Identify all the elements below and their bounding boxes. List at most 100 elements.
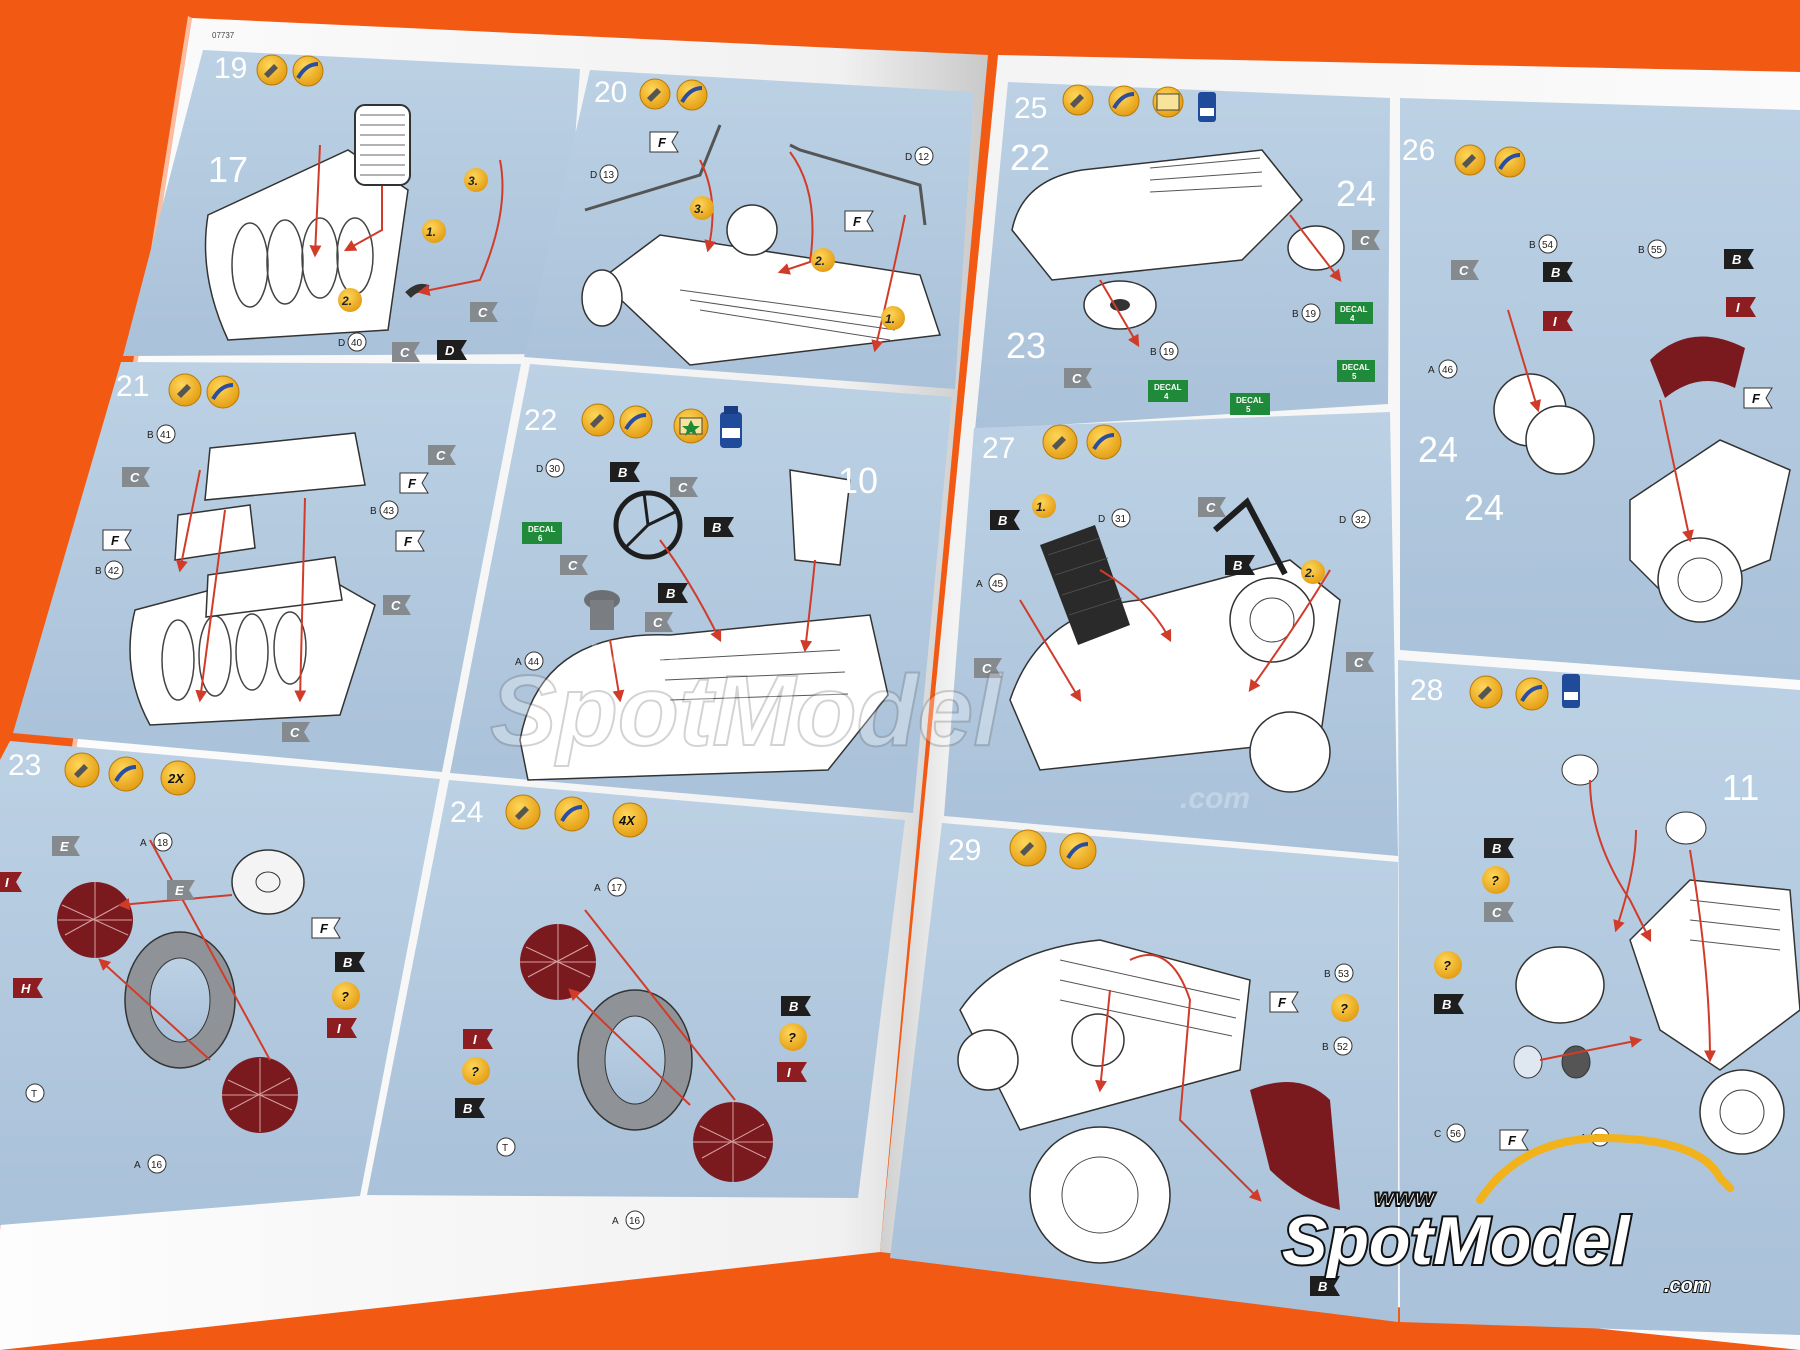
flag-c-21d: C bbox=[282, 722, 310, 742]
svg-text:D: D bbox=[445, 343, 455, 358]
paint-icon-brush-28 bbox=[1515, 677, 1549, 711]
step-number-29: 29 bbox=[948, 834, 981, 867]
svg-text:6: 6 bbox=[538, 534, 543, 543]
paint-icon-brush-26 bbox=[1494, 146, 1526, 178]
flag-b-22b: B bbox=[704, 517, 734, 537]
flag-q-28a: ? bbox=[1482, 866, 1510, 894]
subassembly-label-24: 24 bbox=[1336, 173, 1376, 214]
svg-text:C: C bbox=[1354, 655, 1364, 670]
step-26-drawing bbox=[1493, 309, 1791, 623]
svg-text:32: 32 bbox=[1355, 515, 1367, 526]
paint-flags: C C D F F C C F F F C C B C B C B C E E … bbox=[0, 131, 1773, 1296]
svg-text:B: B bbox=[370, 506, 377, 517]
svg-text:D: D bbox=[590, 170, 597, 181]
step-25-drawing bbox=[1011, 149, 1345, 348]
paint-icon-brush-24 bbox=[554, 796, 590, 832]
flag-c-25b: C bbox=[1064, 368, 1092, 388]
flag-f-26: F bbox=[1743, 387, 1773, 409]
watermark-tld-center: .com bbox=[1180, 782, 1250, 815]
svg-text:B: B bbox=[789, 999, 798, 1014]
svg-text:D: D bbox=[905, 152, 912, 163]
flag-b-28b: B bbox=[1434, 994, 1464, 1014]
svg-text:55: 55 bbox=[1651, 245, 1663, 256]
svg-text:41: 41 bbox=[160, 430, 172, 441]
flag-f-23: F bbox=[311, 917, 341, 939]
svg-text:13: 13 bbox=[603, 170, 615, 181]
svg-text:3.: 3. bbox=[694, 202, 704, 216]
svg-text:C: C bbox=[1459, 263, 1469, 278]
paint-icon-decal-25 bbox=[1152, 86, 1184, 118]
paint-icon-glue-27 bbox=[1042, 424, 1078, 460]
svg-text:B: B bbox=[95, 566, 102, 577]
flag-c-22c: C bbox=[645, 612, 673, 632]
flag-c-27c: C bbox=[1346, 652, 1374, 672]
multiplier-text-24: 4X bbox=[618, 813, 636, 828]
paint-icon-brush-27 bbox=[1086, 424, 1122, 460]
svg-text:16: 16 bbox=[629, 1216, 641, 1227]
svg-text:43: 43 bbox=[383, 506, 395, 517]
svg-text:B: B bbox=[1732, 252, 1741, 267]
svg-text:T: T bbox=[502, 1143, 508, 1154]
svg-text:B: B bbox=[1529, 240, 1536, 251]
svg-text:I: I bbox=[337, 1021, 341, 1036]
subassembly-label-11: 11 bbox=[1722, 767, 1759, 808]
flag-b-27b: B bbox=[1225, 555, 1255, 575]
svg-text:40: 40 bbox=[351, 338, 363, 349]
svg-text:C: C bbox=[1206, 500, 1216, 515]
flag-b-23: B bbox=[335, 952, 365, 972]
svg-text:D: D bbox=[1339, 515, 1346, 526]
svg-text:B: B bbox=[1638, 245, 1645, 256]
flag-h-23: H bbox=[13, 978, 43, 998]
svg-text:C: C bbox=[400, 345, 410, 360]
callout-19-1: 1. bbox=[422, 219, 446, 243]
step-number-20: 20 bbox=[594, 76, 627, 109]
svg-text:42: 42 bbox=[108, 566, 120, 577]
step-24-drawing bbox=[520, 909, 773, 1182]
svg-text:1.: 1. bbox=[426, 225, 436, 239]
svg-text:3.: 3. bbox=[468, 174, 478, 188]
svg-text:C: C bbox=[290, 725, 300, 740]
svg-text:B: B bbox=[666, 586, 675, 601]
paint-icon-brush-25 bbox=[1108, 85, 1140, 117]
svg-text:18: 18 bbox=[157, 838, 169, 849]
flag-c-19b: C bbox=[392, 342, 420, 362]
svg-text:C: C bbox=[130, 470, 140, 485]
flag-c-27a: C bbox=[1198, 497, 1226, 517]
svg-text:C: C bbox=[1360, 233, 1370, 248]
watermark-brand-center: SpotModel bbox=[490, 655, 1003, 767]
paint-icon-glue-25 bbox=[1062, 84, 1094, 116]
multiplier-badge-23: 2X bbox=[160, 760, 196, 796]
flag-b-26b: B bbox=[1724, 249, 1754, 269]
subassembly-label-22: 22 bbox=[1010, 137, 1050, 178]
panel-step-24 bbox=[367, 780, 905, 1198]
svg-text:D: D bbox=[338, 338, 345, 349]
svg-text:1.: 1. bbox=[885, 312, 895, 326]
svg-text:I: I bbox=[1553, 314, 1557, 329]
flag-f-21c: F bbox=[395, 530, 425, 552]
flag-i-26b: I bbox=[1726, 297, 1756, 317]
svg-text:?: ? bbox=[1443, 958, 1451, 973]
svg-text:5: 5 bbox=[1352, 372, 1357, 381]
flag-f-28: F bbox=[1499, 1129, 1529, 1151]
decal-fluid-bottle-25 bbox=[1198, 92, 1216, 122]
paint-icon-glue-21 bbox=[168, 373, 202, 407]
flag-f-29: F bbox=[1269, 991, 1299, 1013]
paint-icon-brush-21 bbox=[206, 375, 240, 409]
step-number-21: 21 bbox=[116, 370, 149, 403]
subassembly-label-17: 17 bbox=[208, 149, 248, 190]
